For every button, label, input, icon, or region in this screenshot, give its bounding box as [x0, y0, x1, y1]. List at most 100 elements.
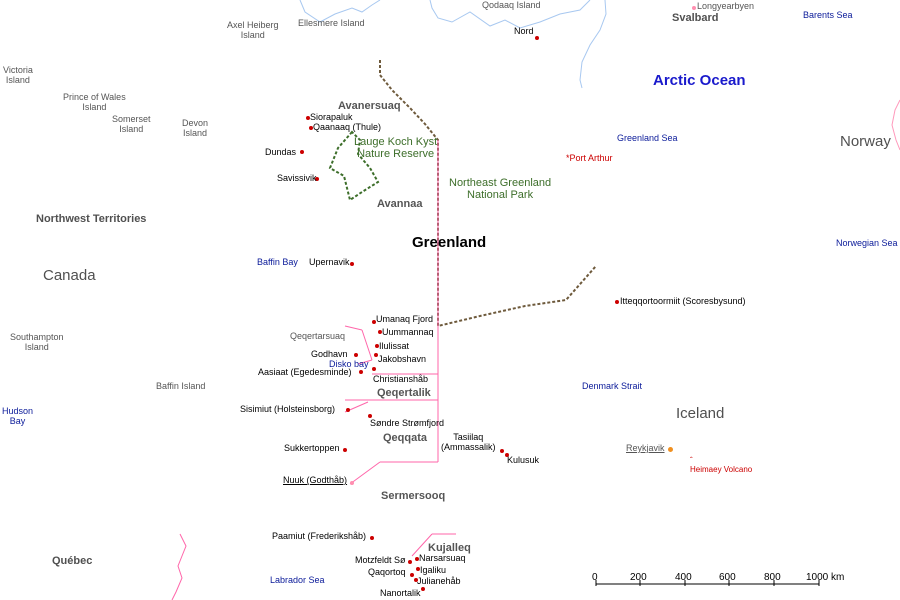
label-devon-island: Devon Island: [182, 118, 208, 138]
scale-tick-800: 800: [764, 572, 781, 583]
label-reykjavik[interactable]: Reykjavik: [626, 443, 665, 453]
dot-savissivik: [315, 177, 319, 181]
label-aasiaat: Aasiaat (Egedesminde): [258, 367, 352, 377]
northeast-line1: Northeast Greenland: [449, 177, 552, 189]
label-northwest-territories: Northwest Territories: [36, 213, 147, 225]
dot-uummannaq: [378, 330, 382, 334]
scale-tick-600: 600: [719, 572, 736, 583]
label-kulusuk: Kulusuk: [507, 455, 540, 465]
label-quebec: Québec: [52, 555, 93, 567]
label-port-arthur: *Port Arthur: [566, 153, 613, 163]
label-iceland: Iceland: [676, 405, 725, 422]
dot-qaqortoq: [410, 573, 414, 577]
axel-heiberg-line1: Axel Heiberg: [227, 20, 279, 30]
dot-dundas: [300, 150, 304, 154]
label-siorapaluk: Siorapaluk: [310, 112, 353, 122]
label-hudson-bay: Hudson Bay: [2, 406, 33, 426]
coastline-norway-edge: [891, 99, 900, 151]
label-julianehab: Julianehåb: [417, 576, 461, 586]
dot-umanaq-fjord: [372, 320, 376, 324]
label-qeqertarsuaq: Qeqertarsuaq: [290, 331, 346, 341]
label-qodaaq-island: Qodaaq Island: [482, 0, 541, 10]
label-canada: Canada: [43, 267, 96, 284]
tasiilaq-line2: (Ammassalik): [441, 442, 496, 453]
dot-tasiilaq: [500, 449, 504, 453]
prince-of-wales-line2: Island: [82, 102, 107, 113]
label-baffin-island: Baffin Island: [156, 381, 206, 391]
label-arctic-ocean: Arctic Ocean: [653, 72, 746, 89]
dot-nuuk: [350, 481, 354, 485]
label-norway: Norway: [840, 133, 891, 150]
label-prince-of-wales-island: Prince of Wales Island: [63, 92, 126, 112]
devon-line2: Island: [182, 128, 208, 139]
axel-heiberg-line2: Island: [240, 30, 265, 41]
label-motzfeldt: Motzfeldt Sø: [355, 555, 406, 565]
label-avanersuaq: Avanersuaq: [338, 100, 401, 112]
municipality-borders: [171, 140, 456, 600]
label-southampton-island: Southampton Island: [10, 332, 64, 352]
port-arthur-text: Port Arthur: [569, 153, 613, 163]
label-ittoqqortoormiit: Itteqqortoormiit (Scoresbysund): [620, 296, 746, 306]
label-tasiilaq: Tasiilaq (Ammassalik): [441, 432, 496, 452]
prince-of-wales-line1: Prince of Wales: [63, 92, 126, 102]
label-nuuk[interactable]: Nuuk (Godthåb): [283, 475, 348, 485]
southampton-line2: Island: [24, 342, 49, 353]
label-ilulissat: Ilulissat: [379, 341, 410, 351]
dot-paamiut: [370, 536, 374, 540]
label-christianshab: Christianshåb: [373, 374, 429, 384]
label-savissivik: Savissivik: [277, 173, 317, 183]
victoria-line1: Victoria: [3, 65, 33, 75]
label-jakobshavn: Jakobshavn: [378, 354, 427, 364]
somerset-line2: Island: [119, 124, 144, 135]
tasiilaq-line1: Tasiilaq: [453, 432, 484, 442]
scale-tick-200: 200: [630, 572, 647, 583]
victoria-line2: Island: [5, 75, 30, 86]
dot-aasiaat: [359, 370, 363, 374]
label-labrador-sea: Labrador Sea: [270, 575, 325, 585]
label-dundas: Dundas: [265, 147, 297, 157]
coastline-northeast: [579, 0, 607, 89]
dot-ilulissat: [375, 344, 379, 348]
lauge-koch-line2: Nature Reserve: [357, 148, 435, 161]
label-sisimiut: Sisimiut (Holsteinsborg): [240, 404, 336, 414]
label-svalbard: Svalbard: [672, 12, 719, 24]
coastline-north-greenland: [429, 0, 591, 29]
scale-tick-400: 400: [675, 572, 692, 583]
label-avannaa: Avannaa: [377, 198, 423, 210]
label-uummannaq: Uummannaq: [382, 327, 434, 337]
label-axel-heiberg-island: Axel Heiberg Island: [227, 20, 279, 40]
nature-reserve-outline: [328, 130, 380, 202]
scale-tick-1000: 1000 km: [806, 572, 845, 583]
label-umanaq-fjord: Umanaq Fjord: [376, 314, 434, 324]
coastline-ellesmere: [299, 0, 381, 23]
label-victoria-island: Victoria Island: [3, 65, 33, 85]
label-ellesmere-island: Ellesmere Island: [298, 18, 365, 28]
label-longyearbyen: Longyearbyen: [697, 1, 755, 11]
northeast-line2: National Park: [467, 189, 534, 202]
dot-longyearbyen: [692, 6, 696, 10]
label-somerset-island: Somerset Island: [112, 114, 151, 134]
dot-upernavik: [350, 262, 354, 266]
dot-narsarsuaq: [415, 557, 419, 561]
label-denmark-strait: Denmark Strait: [582, 381, 643, 391]
dot-siorapaluk: [306, 116, 310, 120]
label-qaqortoq: Qaqortoq: [368, 567, 406, 577]
label-godhavn: Godhavn: [311, 349, 348, 359]
label-baffin-bay: Baffin Bay: [257, 257, 298, 267]
label-qeqertalik: Qeqertalik: [377, 387, 431, 399]
scale-bar: [595, 580, 820, 586]
dot-qaanaaq: [309, 126, 313, 130]
label-igaliku: Igaliku: [420, 565, 447, 575]
label-upernavik: Upernavik: [309, 257, 350, 267]
hudson-bay-line1: Hudson: [2, 406, 34, 416]
label-disko-bay: Disko bay: [329, 359, 369, 369]
label-greenland-sea: Greenland Sea: [617, 133, 678, 143]
dot-godhavn: [354, 353, 358, 357]
dot-sisimiut: [346, 408, 350, 412]
heimaey-text: Heimaey Volcano: [690, 464, 753, 474]
dot-igaliku: [416, 567, 420, 571]
label-lauge-koch-reserve: Lauge Koch Kyst Nature Reserve: [354, 136, 437, 161]
